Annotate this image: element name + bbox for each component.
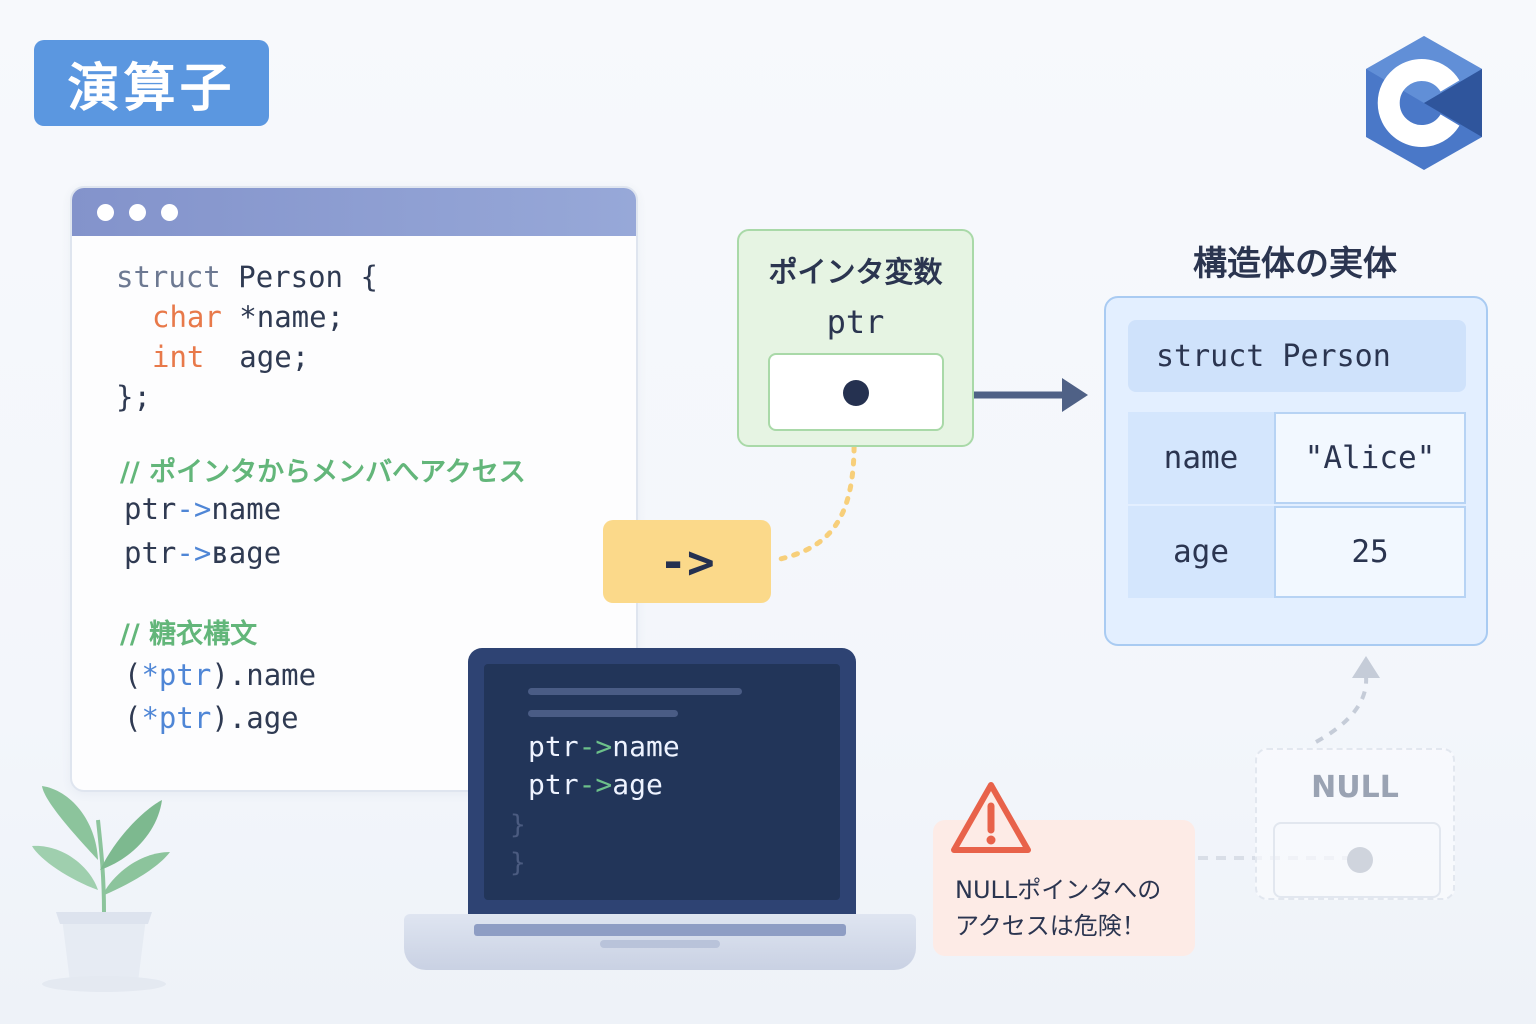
struct-name: Person { (238, 260, 378, 294)
type-char: char (152, 300, 222, 334)
pointer-variable-title: ポインタ変数 (768, 255, 943, 289)
field-name-decl: *name; (221, 300, 345, 334)
ptr-token: ptr (528, 730, 579, 763)
entity-title: 構造体の実体 (1193, 244, 1397, 284)
warning-text-line2: アクセスは危険！ (955, 912, 1146, 940)
member-token: name (612, 730, 680, 763)
entity-value-name: "Alice" (1274, 412, 1466, 504)
laptop-brace: } (510, 810, 526, 840)
deref-ptr-token: *ptr (141, 658, 212, 692)
entity-key-age: age (1128, 506, 1274, 598)
window-titlebar (72, 188, 636, 236)
window-dot-2 (129, 204, 146, 221)
ptr-token: ptr (124, 536, 177, 570)
arrow-token: -> (176, 536, 212, 570)
code-deref-age: (*ptr).age (124, 701, 299, 735)
arrow-token: -> (578, 768, 613, 801)
laptop-code-line2: ptr->age (528, 768, 663, 801)
code-ptr-name: ptr->name (124, 492, 281, 526)
pointer-cell (768, 353, 944, 431)
member-token: name (211, 492, 282, 526)
plant-decoration (32, 786, 170, 992)
c-language-logo (1366, 36, 1482, 170)
window-dot-3 (161, 204, 178, 221)
code-close: }; (116, 380, 151, 414)
pointer-dot-icon (843, 380, 869, 406)
warning-icon (951, 782, 1031, 853)
code-deref-name: (*ptr).name (124, 658, 316, 692)
window-dot-1 (97, 204, 114, 221)
topic-tag: 演算子 (34, 40, 269, 126)
code-comment-access: // ポインタからメンバへアクセス (120, 457, 526, 488)
member-token: ).age (211, 701, 299, 735)
entity-header: struct Person (1128, 320, 1466, 392)
paren: ( (124, 658, 142, 692)
struct-entity-box: struct Person name "Alice" age 25 (1104, 296, 1488, 646)
member-token: age (612, 768, 663, 801)
deref-ptr-token: *ptr (141, 701, 212, 735)
code-comment-sugar: // 糖衣構文 (120, 619, 258, 650)
laptop-keyboard (474, 924, 846, 936)
member-token: ʙage (211, 536, 282, 570)
null-cell (1273, 822, 1441, 898)
laptop-screen: ptr->name ptr->age } } (484, 664, 840, 900)
null-label: NULL (1311, 770, 1399, 805)
pointer-variable-name: ptr (826, 303, 885, 341)
laptop-code-line1: ptr->name (528, 730, 680, 763)
ptr-token: ptr (124, 492, 177, 526)
arrow-token: -> (176, 492, 212, 526)
laptop-brace: } (510, 848, 526, 878)
arrow-operator-box: -> (603, 520, 771, 603)
member-token: ).name (211, 658, 317, 692)
placeholder-line (528, 710, 678, 717)
pointer-variable-box: ポインタ変数 ptr (737, 229, 974, 447)
null-pointer-box: NULL (1255, 748, 1455, 900)
entity-value-age: 25 (1274, 506, 1466, 598)
paren: ( (124, 701, 142, 735)
laptop-trackpad (600, 940, 720, 948)
code-ptr-age: ptr->ʙage (124, 536, 281, 570)
code-struct-line: struct Person { (116, 260, 378, 294)
code-field-age: int age; (152, 340, 309, 374)
placeholder-line (528, 688, 742, 695)
null-dot-icon (1347, 847, 1373, 873)
field-age-decl: age; (204, 340, 310, 374)
entity-key-name: name (1128, 412, 1274, 504)
arrow-token: -> (578, 730, 613, 763)
type-int: int (152, 340, 205, 374)
code-field-name: char *name; (152, 300, 344, 334)
struct-keyword: struct (116, 260, 221, 294)
ptr-token: ptr (528, 768, 579, 801)
laptop-base (404, 914, 916, 970)
warning-text-line1: NULLポインタへの (955, 876, 1162, 904)
